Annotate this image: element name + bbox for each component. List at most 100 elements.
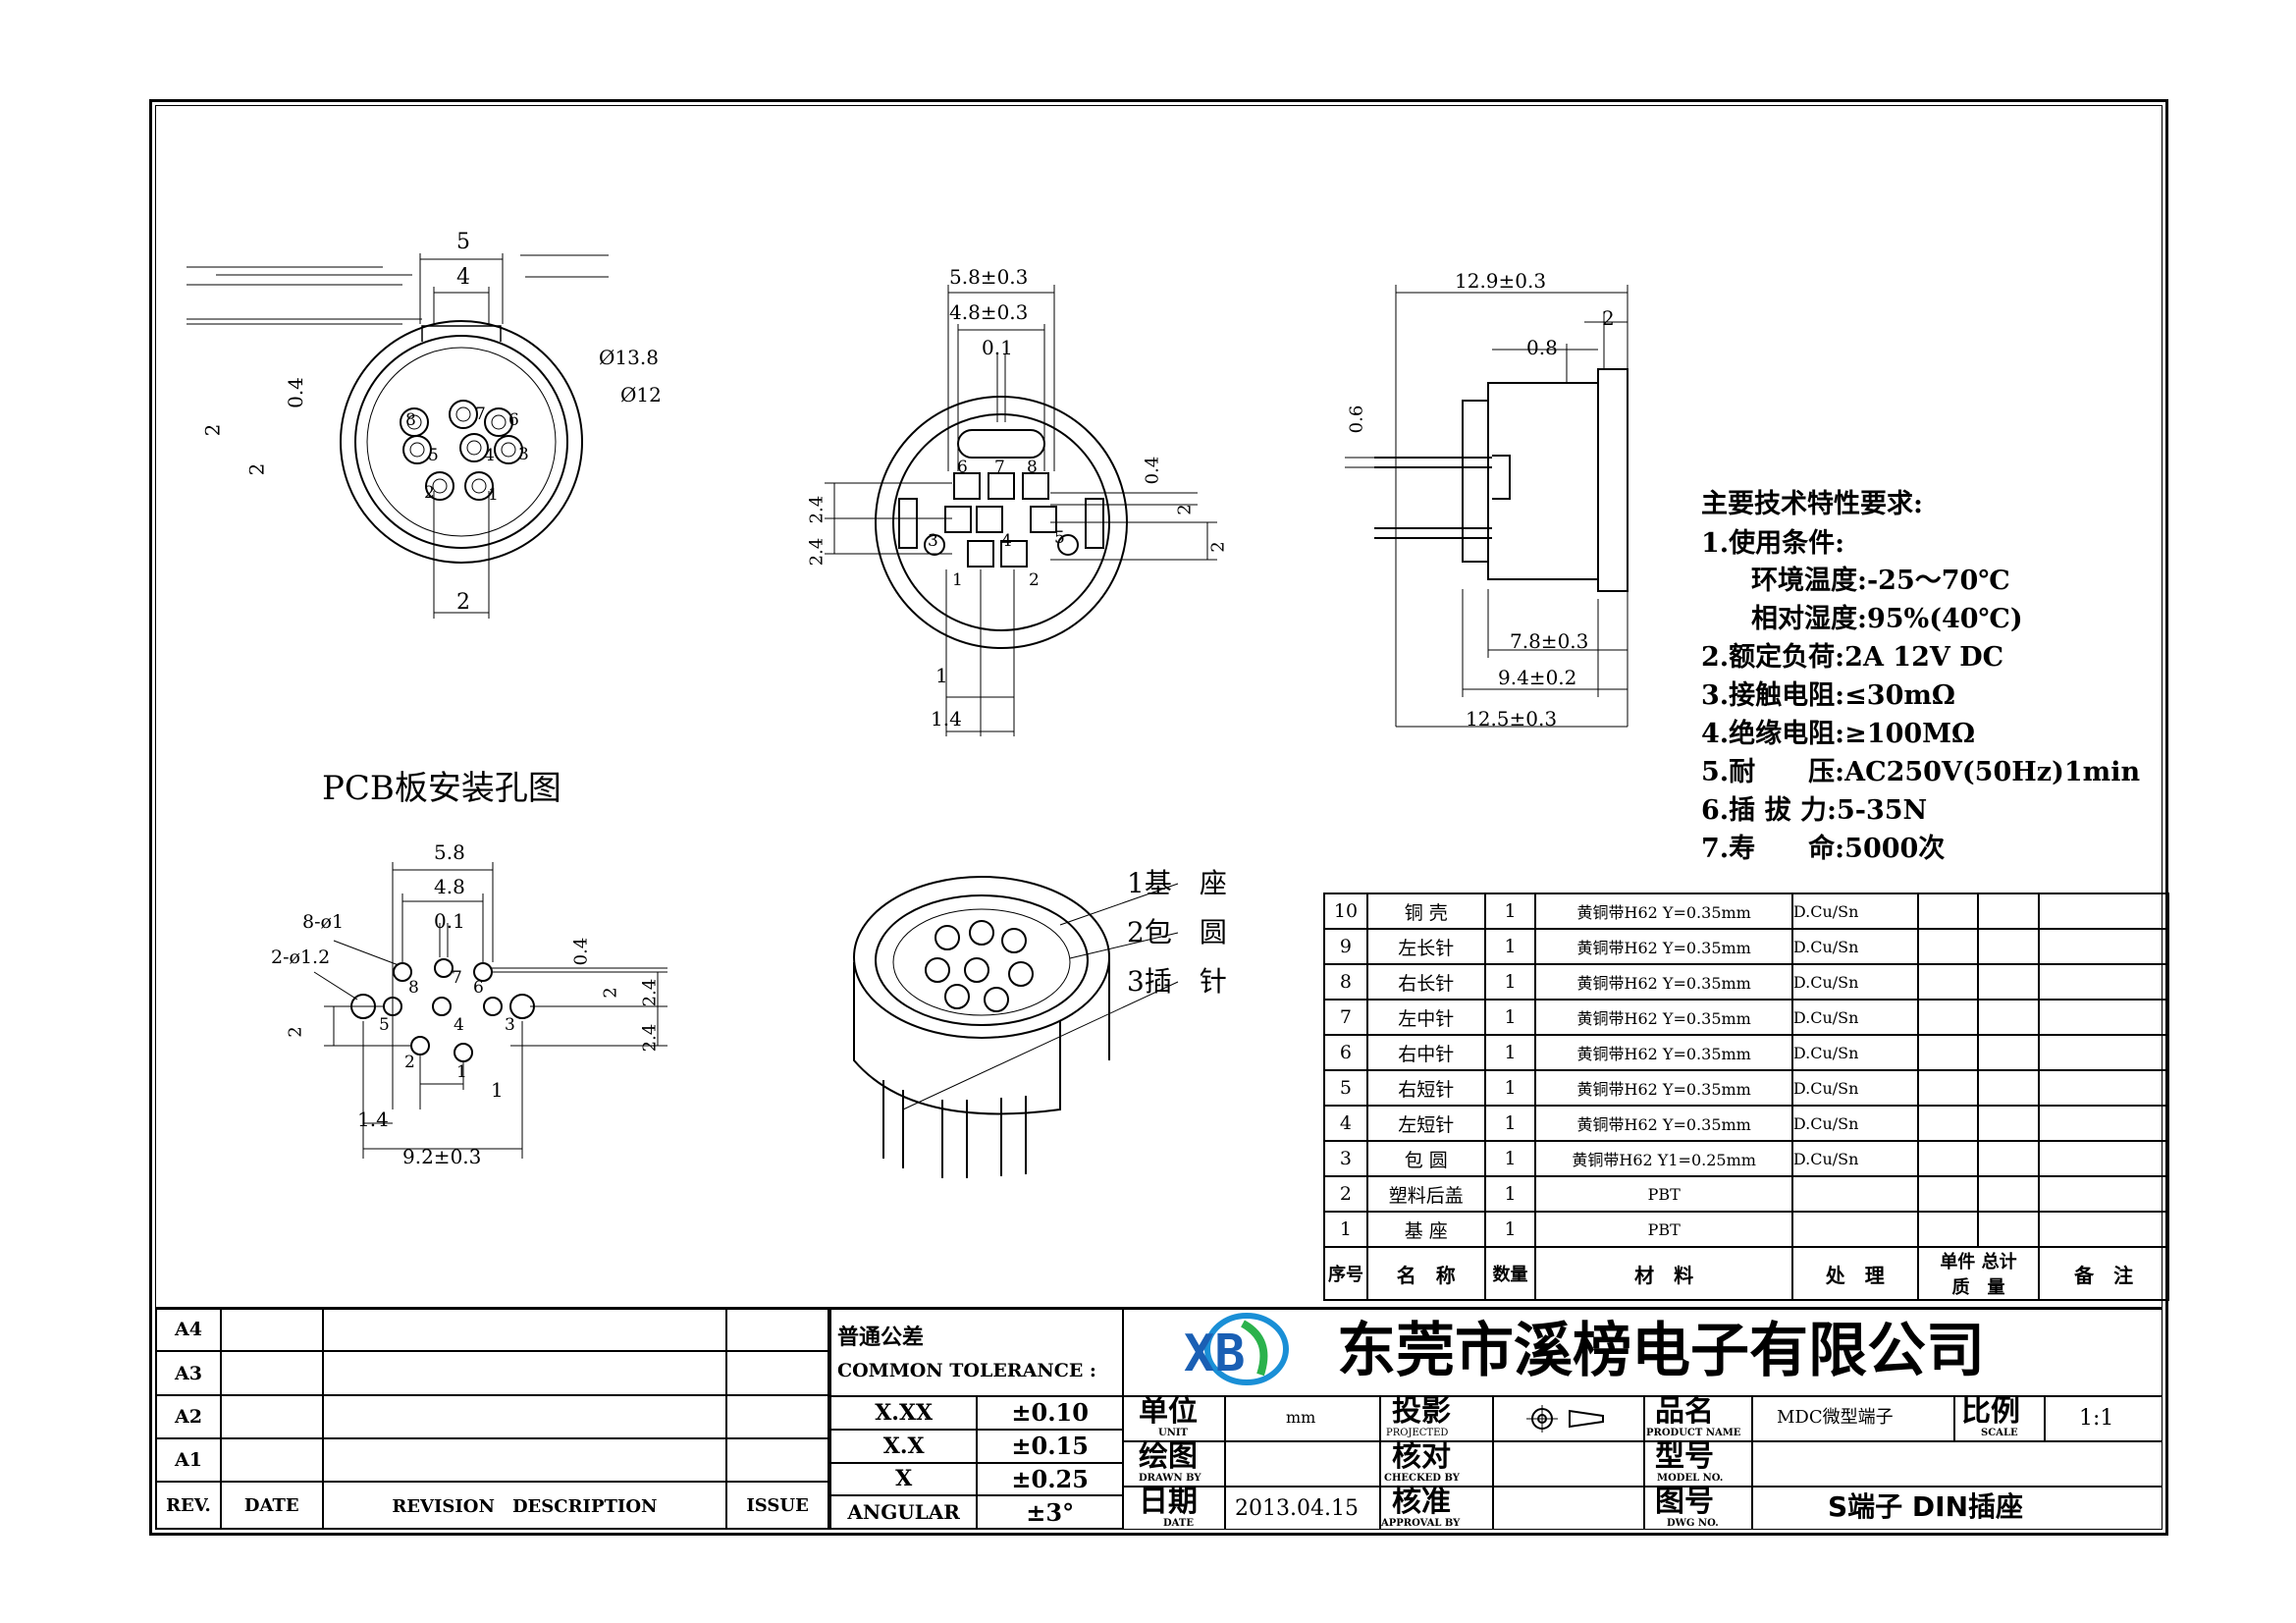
- unit-value: mm: [1286, 1408, 1316, 1427]
- bom-cell-w1: [1916, 1105, 1980, 1142]
- bom-cell-remark: [2038, 999, 2169, 1036]
- tolerance-label: X.X: [828, 1428, 979, 1464]
- product-name-label: 品名: [1655, 1394, 1714, 1429]
- title-grid-vline: [1751, 1395, 1753, 1530]
- pcb-dim-0-4: 0.4: [570, 937, 592, 966]
- rear-pin-label: 5: [1054, 528, 1065, 548]
- bom-cell-w2: [1977, 1034, 2041, 1071]
- scale-value: 1:1: [2079, 1406, 2114, 1431]
- bom-cell-name: 右短针: [1365, 1069, 1486, 1107]
- bom-cell-finish: D.Cu/Sn: [1790, 999, 1919, 1036]
- product-name-value: MDC微型端子: [1777, 1407, 1894, 1428]
- revision-table: A4 A3 A2 A1 REV. DATE REVISION DESCRIPTI…: [155, 1306, 829, 1530]
- date-label-en: DATE: [1163, 1518, 1194, 1529]
- pcb-layout-drawing: [313, 862, 667, 1159]
- front-dim-0-4: 0.4: [283, 377, 307, 408]
- spec-line: 相对湿度:95%(40℃): [1725, 604, 2023, 634]
- rear-dim-5-8: 5.8±0.3: [949, 265, 1029, 289]
- rear-pin-label: 3: [928, 531, 938, 551]
- bom-header-remark: 备 注: [2038, 1246, 2169, 1301]
- isometric-view-drawing: [853, 876, 1179, 1178]
- unit-label: 单位: [1139, 1394, 1198, 1429]
- bom-cell-w2: [1977, 963, 2041, 1001]
- company-logo-text: XB: [1184, 1325, 1246, 1383]
- bom-cell-qty: 1: [1483, 893, 1537, 930]
- bom-header-weight: 单件 总计 质 量: [1916, 1246, 2041, 1301]
- title-grid-vline: [2044, 1395, 2046, 1440]
- bom-header-no: 序号: [1323, 1246, 1368, 1301]
- bom-cell-no: 9: [1323, 928, 1368, 965]
- bom-cell-qty: 1: [1483, 999, 1537, 1036]
- front-pin-label: 2: [424, 483, 435, 503]
- title-grid-vline: [1224, 1395, 1226, 1530]
- bom-cell-w1: [1916, 928, 1980, 965]
- side-dim-12-5: 12.5±0.3: [1466, 707, 1558, 730]
- tolerance-table: X.XX±0.10 X.X±0.15 X±0.25 ANGULAR±3°: [828, 1395, 1124, 1530]
- drawn-label-en: DRAWN BY: [1139, 1473, 1201, 1484]
- tolerance-label: X: [828, 1461, 979, 1497]
- bom-cell-w2: [1977, 1140, 2041, 1177]
- title-block: [155, 1307, 2163, 1530]
- rear-pin-label: 1: [952, 570, 963, 590]
- bom-cell-material: PBT: [1534, 1211, 1793, 1248]
- bom-header-qty: 数量: [1483, 1246, 1537, 1301]
- bom-cell-qty: 1: [1483, 1034, 1537, 1071]
- bom-cell-name: 塑料后盖: [1365, 1175, 1486, 1213]
- bom-cell-finish: D.Cu/Sn: [1790, 893, 1919, 930]
- bom-cell-remark: [2038, 1034, 2169, 1071]
- bom-cell-qty: 1: [1483, 1140, 1537, 1177]
- pcb-pin-label: 8: [408, 978, 419, 998]
- revision-header-issue: ISSUE: [725, 1481, 829, 1530]
- bom-cell-remark: [2038, 963, 2169, 1001]
- bom-cell-w1: [1916, 1211, 1980, 1248]
- bom-cell-qty: 1: [1483, 963, 1537, 1001]
- pcb-dim-1-4: 1.4: [357, 1108, 389, 1131]
- bom-cell-no: 6: [1323, 1034, 1368, 1071]
- bom-cell-name: 右中针: [1365, 1034, 1486, 1071]
- bom-cell-w1: [1916, 1069, 1980, 1107]
- date-value: 2013.04.15: [1235, 1496, 1359, 1521]
- rear-view-drawing: [825, 285, 1217, 736]
- rear-pin-label: 2: [1029, 570, 1040, 590]
- bom-cell-material: 黄铜带H62 Y=0.35mm: [1534, 928, 1793, 965]
- iso-callout: 1基 座: [1127, 867, 1227, 899]
- rear-pin-label: 6: [957, 458, 968, 477]
- bom-header-unit-weight: 单件: [1940, 1252, 1976, 1272]
- front-dim-2-left: 2: [200, 423, 225, 437]
- rear-dim-2-4-a: 2.4: [806, 495, 828, 524]
- revision-header-description: REVISION DESCRIPTION: [321, 1481, 728, 1530]
- bom-cell-remark: [2038, 1069, 2169, 1107]
- bom-cell-w1: [1916, 963, 1980, 1001]
- pcb-title: PCB板安装孔图: [322, 769, 561, 808]
- bom-cell-finish: D.Cu/Sn: [1790, 1105, 1919, 1142]
- bom-cell-qty: 1: [1483, 928, 1537, 965]
- front-pin-label: 5: [428, 446, 439, 465]
- bom-cell-w2: [1977, 928, 2041, 965]
- title-grid-vline: [1379, 1395, 1381, 1530]
- rear-dim-2-b: 2: [1207, 541, 1229, 553]
- bom-cell-w2: [1977, 999, 2041, 1036]
- bom-cell-remark: [2038, 928, 2169, 965]
- bom-cell-name: 左短针: [1365, 1105, 1486, 1142]
- bom-header-total-weight: 总计: [1981, 1252, 2017, 1272]
- front-dim-5: 5: [456, 230, 470, 254]
- company-name: 东莞市溪榜电子有限公司: [1337, 1317, 1985, 1385]
- pcb-dim-2-left: 2: [285, 1026, 306, 1038]
- dwg-value: S端子 DIN插座: [1828, 1490, 2024, 1523]
- rear-dim-2-a: 2: [1174, 504, 1196, 515]
- bom-header-weight-label: 质 量: [1951, 1277, 2005, 1298]
- spec-line: 1.使用条件:: [1701, 528, 1845, 559]
- revision-row-label: A4: [155, 1306, 222, 1353]
- bom-header-finish: 处 理: [1790, 1246, 1919, 1301]
- pcb-dim-9-2: 9.2±0.3: [402, 1145, 482, 1168]
- bom-cell-w2: [1977, 1211, 2041, 1248]
- iso-callout: 2包 圆: [1127, 916, 1227, 948]
- rear-pin-label: 7: [994, 458, 1005, 477]
- bom-cell-finish: D.Cu/Sn: [1790, 1140, 1919, 1177]
- rear-dim-4-8: 4.8±0.3: [949, 300, 1029, 324]
- model-label: 型号: [1655, 1439, 1714, 1474]
